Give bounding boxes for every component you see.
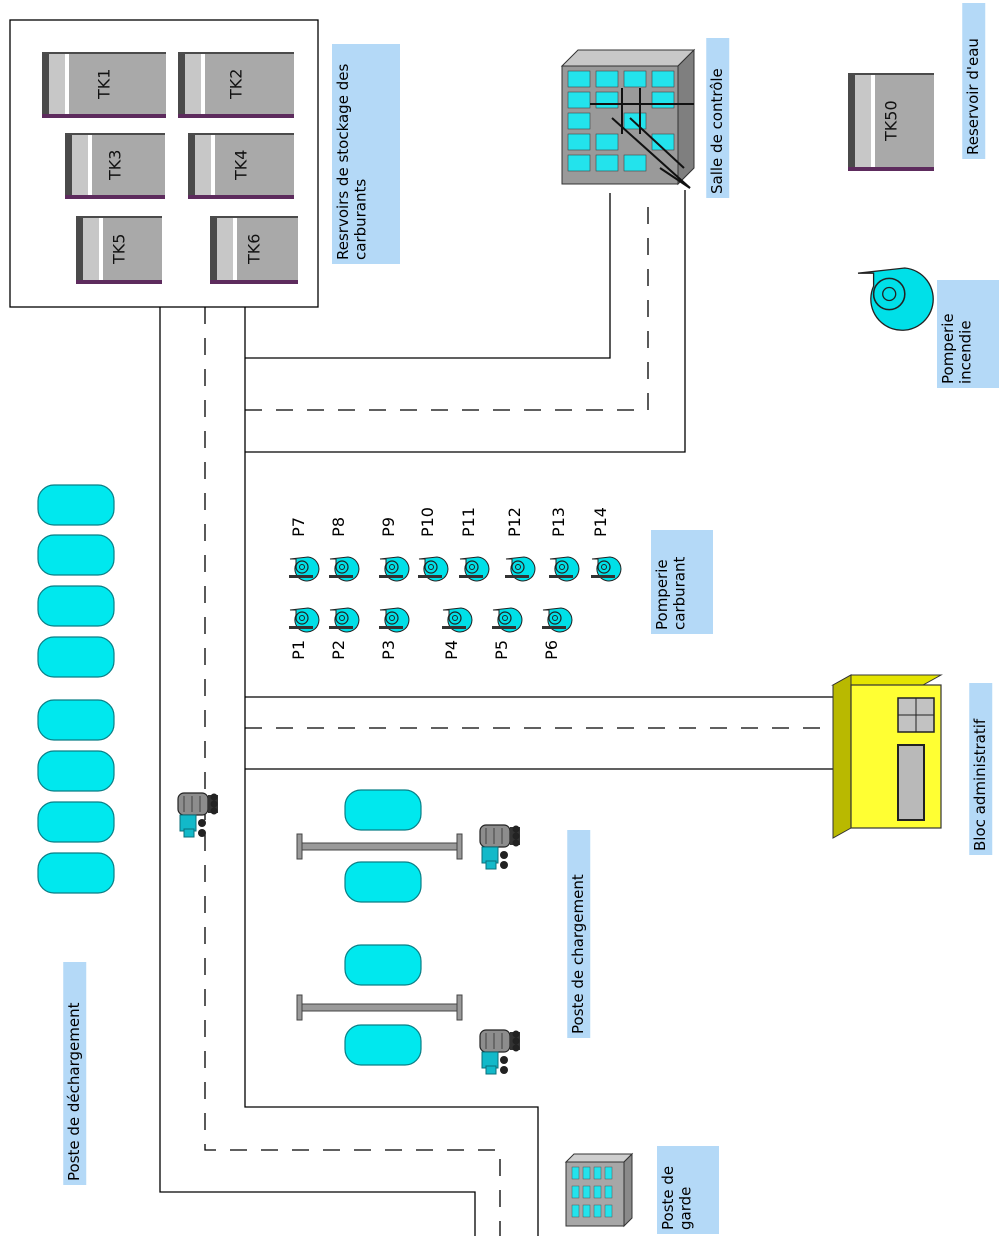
tank-tk2: TK2 [178,52,294,118]
pump-label-p8: P8 [329,517,348,537]
guard-house [564,1152,634,1228]
tank-tk6: TK6 [210,216,298,284]
tank-tk5: TK5 [76,216,162,284]
label-unloading: Poste de déchargement [63,962,87,1185]
pump-icons-row-b [288,556,622,582]
pump-label-p5: P5 [492,640,511,660]
label-loading: Poste de chargement [567,830,591,1038]
label-admin: Bloc administratif [969,683,993,855]
road-lines [159,190,833,1236]
fire-pump-icon [857,267,934,331]
admin-building [831,674,943,839]
pump-icons-row-a [288,607,573,633]
label-control-room: Salle de contrôle [706,38,730,198]
pump-label-p14: P14 [591,507,610,538]
label-water-tank: Reservoir d'eau [962,3,986,159]
tank-tk50: TK50 [848,73,934,171]
control-room-building [560,48,696,189]
label-storage: Resrvoirs de stockage des carburants [332,44,400,264]
pump-label-p9: P9 [379,517,398,537]
label-fire-pump: Pomperie incendie [937,280,999,388]
pump-label-p2: P2 [329,640,348,660]
pump-label-p12: P12 [505,507,524,538]
label-guard: Poste de garde [657,1146,719,1234]
tank-tk4: TK4 [188,133,294,199]
pump-label-p3: P3 [379,640,398,660]
road-centerlines [204,193,833,1236]
pump-label-p1: P1 [289,640,308,660]
loading-bays [296,789,463,1066]
pump-label-p7: P7 [289,517,308,537]
pump-label-p4: P4 [442,640,461,660]
tank-tk3: TK3 [65,133,165,199]
pump-label-p10: P10 [418,507,437,538]
pump-label-p13: P13 [549,507,568,538]
pump-label-p6: P6 [542,640,561,660]
label-fuel-pump: Pomperie carburant [651,530,713,634]
tank-tk1: TK1 [42,52,166,118]
unloading-pads [37,484,115,894]
pump-label-p11: P11 [459,507,478,538]
